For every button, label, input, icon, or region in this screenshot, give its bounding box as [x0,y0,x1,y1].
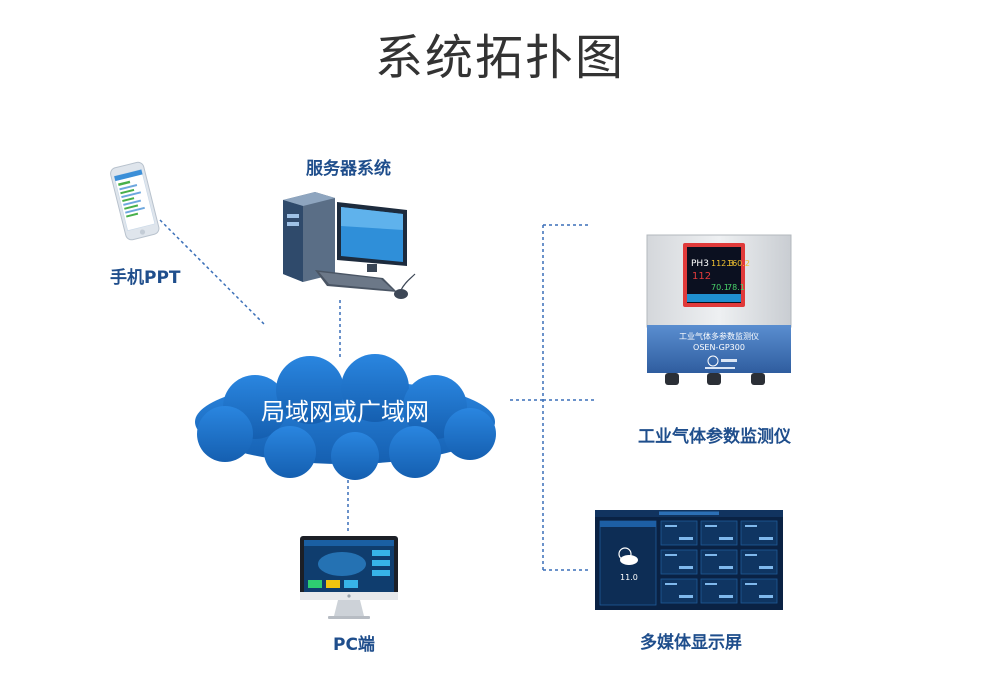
link-phone [159,219,266,326]
phone-label: 手机PPT [110,268,181,288]
screen-value-3: 112 [692,271,711,282]
multimedia-display-screen: 11.0 [595,510,783,610]
screen-value-5: 78.1 [727,283,745,292]
weather-cloud-icon [618,547,638,565]
phone-icon [110,161,160,241]
gas-monitor-label: 工业气体参数监测仪 [638,427,791,447]
network-label: 局域网或广域网 [261,398,429,426]
server-label: 服务器系统 [306,159,391,179]
gas-monitor-model: OSEN-GP300 [693,343,745,352]
pc-label: PC端 [333,635,375,655]
screen-value-4: 70.1 [711,283,729,292]
page-title: 系统拓扑图 [374,30,625,86]
display-label: 多媒体显示屏 [640,633,742,653]
screen-value-1: 112.3 [711,259,734,268]
display-weather-value: 11.0 [620,573,638,582]
svg-text:PH3: PH3 [691,259,709,269]
server-computer-icon [283,192,416,299]
screen-value-2: 160.2 [727,259,750,268]
gas-monitor-panel-name: 工业气体多参数监测仪 [679,331,759,341]
pc-monitor-icon [300,536,398,619]
network-cloud: 局域网或广域网 [195,354,496,480]
gas-monitor-device: PH3 112.3 160.2 112 70.1 78.1 工业气体多参数监测仪… [646,234,792,385]
